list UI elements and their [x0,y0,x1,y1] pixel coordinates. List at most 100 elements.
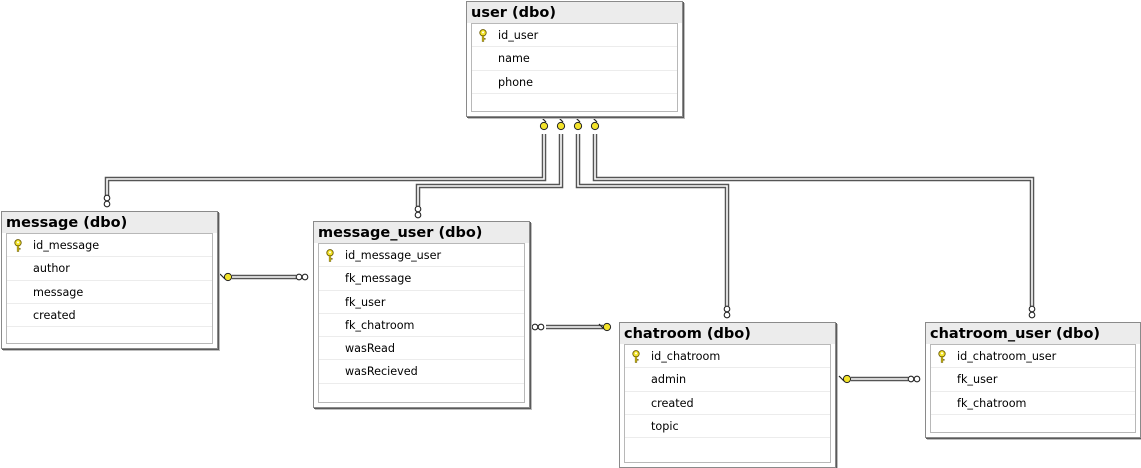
column-row[interactable]: author [7,257,212,281]
relationship-link [590,116,1036,319]
column-row[interactable]: admin [625,368,830,392]
column-name: fk_chatroom [345,318,415,332]
column-row[interactable]: fk_chatroom [931,392,1135,415]
column-name: fk_user [345,295,386,309]
relationship-link [103,116,549,208]
relationship-line-inner [594,134,1033,306]
one-end-key-icon [223,272,233,282]
column-row[interactable]: fk_message [319,267,524,291]
column-row[interactable]: created [625,392,830,415]
column-name: fk_user [957,373,998,387]
many-end-icon [723,305,731,313]
many-end-icon [414,211,422,219]
table-title: message (dbo) [2,212,217,233]
column-name: fk_chatroom [957,396,1027,410]
relationship-line-outer [575,134,730,306]
primary-key-icon [632,350,640,363]
column-name: id_chatroom_user [957,350,1057,363]
column-row[interactable]: id_message_user [319,244,524,268]
table-title: user (dbo) [467,2,682,23]
one-end-key-icon [539,121,549,131]
one-end-key-icon [573,121,583,131]
table-title: chatroom (dbo) [620,323,835,344]
one-end-key-icon [842,374,852,384]
relationship-link [838,374,921,384]
relationship-line-outer [592,134,1035,306]
relationship-line-inner [417,134,562,206]
column-list: id_message_user fk_message fk_user fk_chatr… [318,243,525,403]
column-row[interactable]: id_chatroom [625,345,830,369]
table-title: chatroom_user (dbo) [926,323,1140,344]
column-name: id_message [33,239,100,252]
column-row[interactable]: topic [625,415,830,439]
column-name: name [498,52,530,66]
many-end-icon [913,375,921,383]
relationship-link [531,322,612,332]
many-end-icon [531,323,539,331]
many-end-icon [103,200,111,208]
relationship-link [414,116,566,219]
column-row[interactable]: id_chatroom_user [931,345,1135,369]
key-end-stem [557,116,564,123]
column-name: phone [498,75,534,89]
column-row[interactable]: phone [472,71,677,94]
column-row[interactable]: message [7,281,212,304]
column-name: id_chatroom [651,350,721,363]
many-end-icon [537,323,545,331]
column-row[interactable]: name [472,47,677,71]
key-end-stem [574,116,581,123]
primary-key-icon [938,350,946,363]
many-end-icon [907,375,915,383]
table-message-user[interactable]: message_user (dbo) id_message_user fk_mes… [313,221,530,408]
relationship-line-inner [106,134,545,196]
many-end-icon [301,273,309,281]
column-name: created [33,308,76,322]
column-row[interactable]: id_message [7,234,212,258]
column-name: created [651,396,694,410]
relationship-link [573,116,731,319]
key-end-stem [591,116,598,123]
column-row[interactable]: wasRead [319,337,524,361]
column-name: wasRead [345,342,395,356]
primary-key-icon [326,249,334,262]
many-end-icon [295,273,303,281]
many-end-icon [103,194,111,202]
column-name: admin [651,373,687,387]
many-end-icon [1028,305,1036,313]
many-end-icon [414,205,422,213]
column-name: wasRecieved [345,365,418,379]
column-name: message [33,285,84,299]
table-chatroom-user[interactable]: chatroom_user (dbo) id_chatroom_user fk_u… [925,322,1141,438]
relationship-line-inner [577,134,728,306]
column-name: fk_message [345,272,412,286]
many-end-icon [1028,311,1036,319]
one-end-key-icon [556,121,566,131]
relationship-line-outer [415,134,564,206]
column-row[interactable]: fk_chatroom [319,314,524,338]
column-row[interactable]: fk_user [931,368,1135,392]
column-name: id_message_user [345,249,442,262]
column-row[interactable]: created [7,304,212,328]
relationship-link [219,272,309,282]
one-end-key-icon [602,322,612,332]
primary-key-icon [479,29,487,42]
column-name: author [33,262,70,276]
column-name: id_user [498,29,539,42]
one-end-key-icon [590,121,600,131]
column-name: topic [651,419,679,433]
column-row[interactable]: id_user [472,24,677,48]
column-list: id_chatroom_user fk_user fk_chatroom [930,344,1136,433]
many-end-icon [723,311,731,319]
primary-key-icon [14,239,22,252]
column-row[interactable]: wasRecieved [319,360,524,384]
column-row[interactable]: fk_user [319,291,524,314]
table-title: message_user (dbo) [314,222,529,243]
key-end-stem [540,116,547,123]
